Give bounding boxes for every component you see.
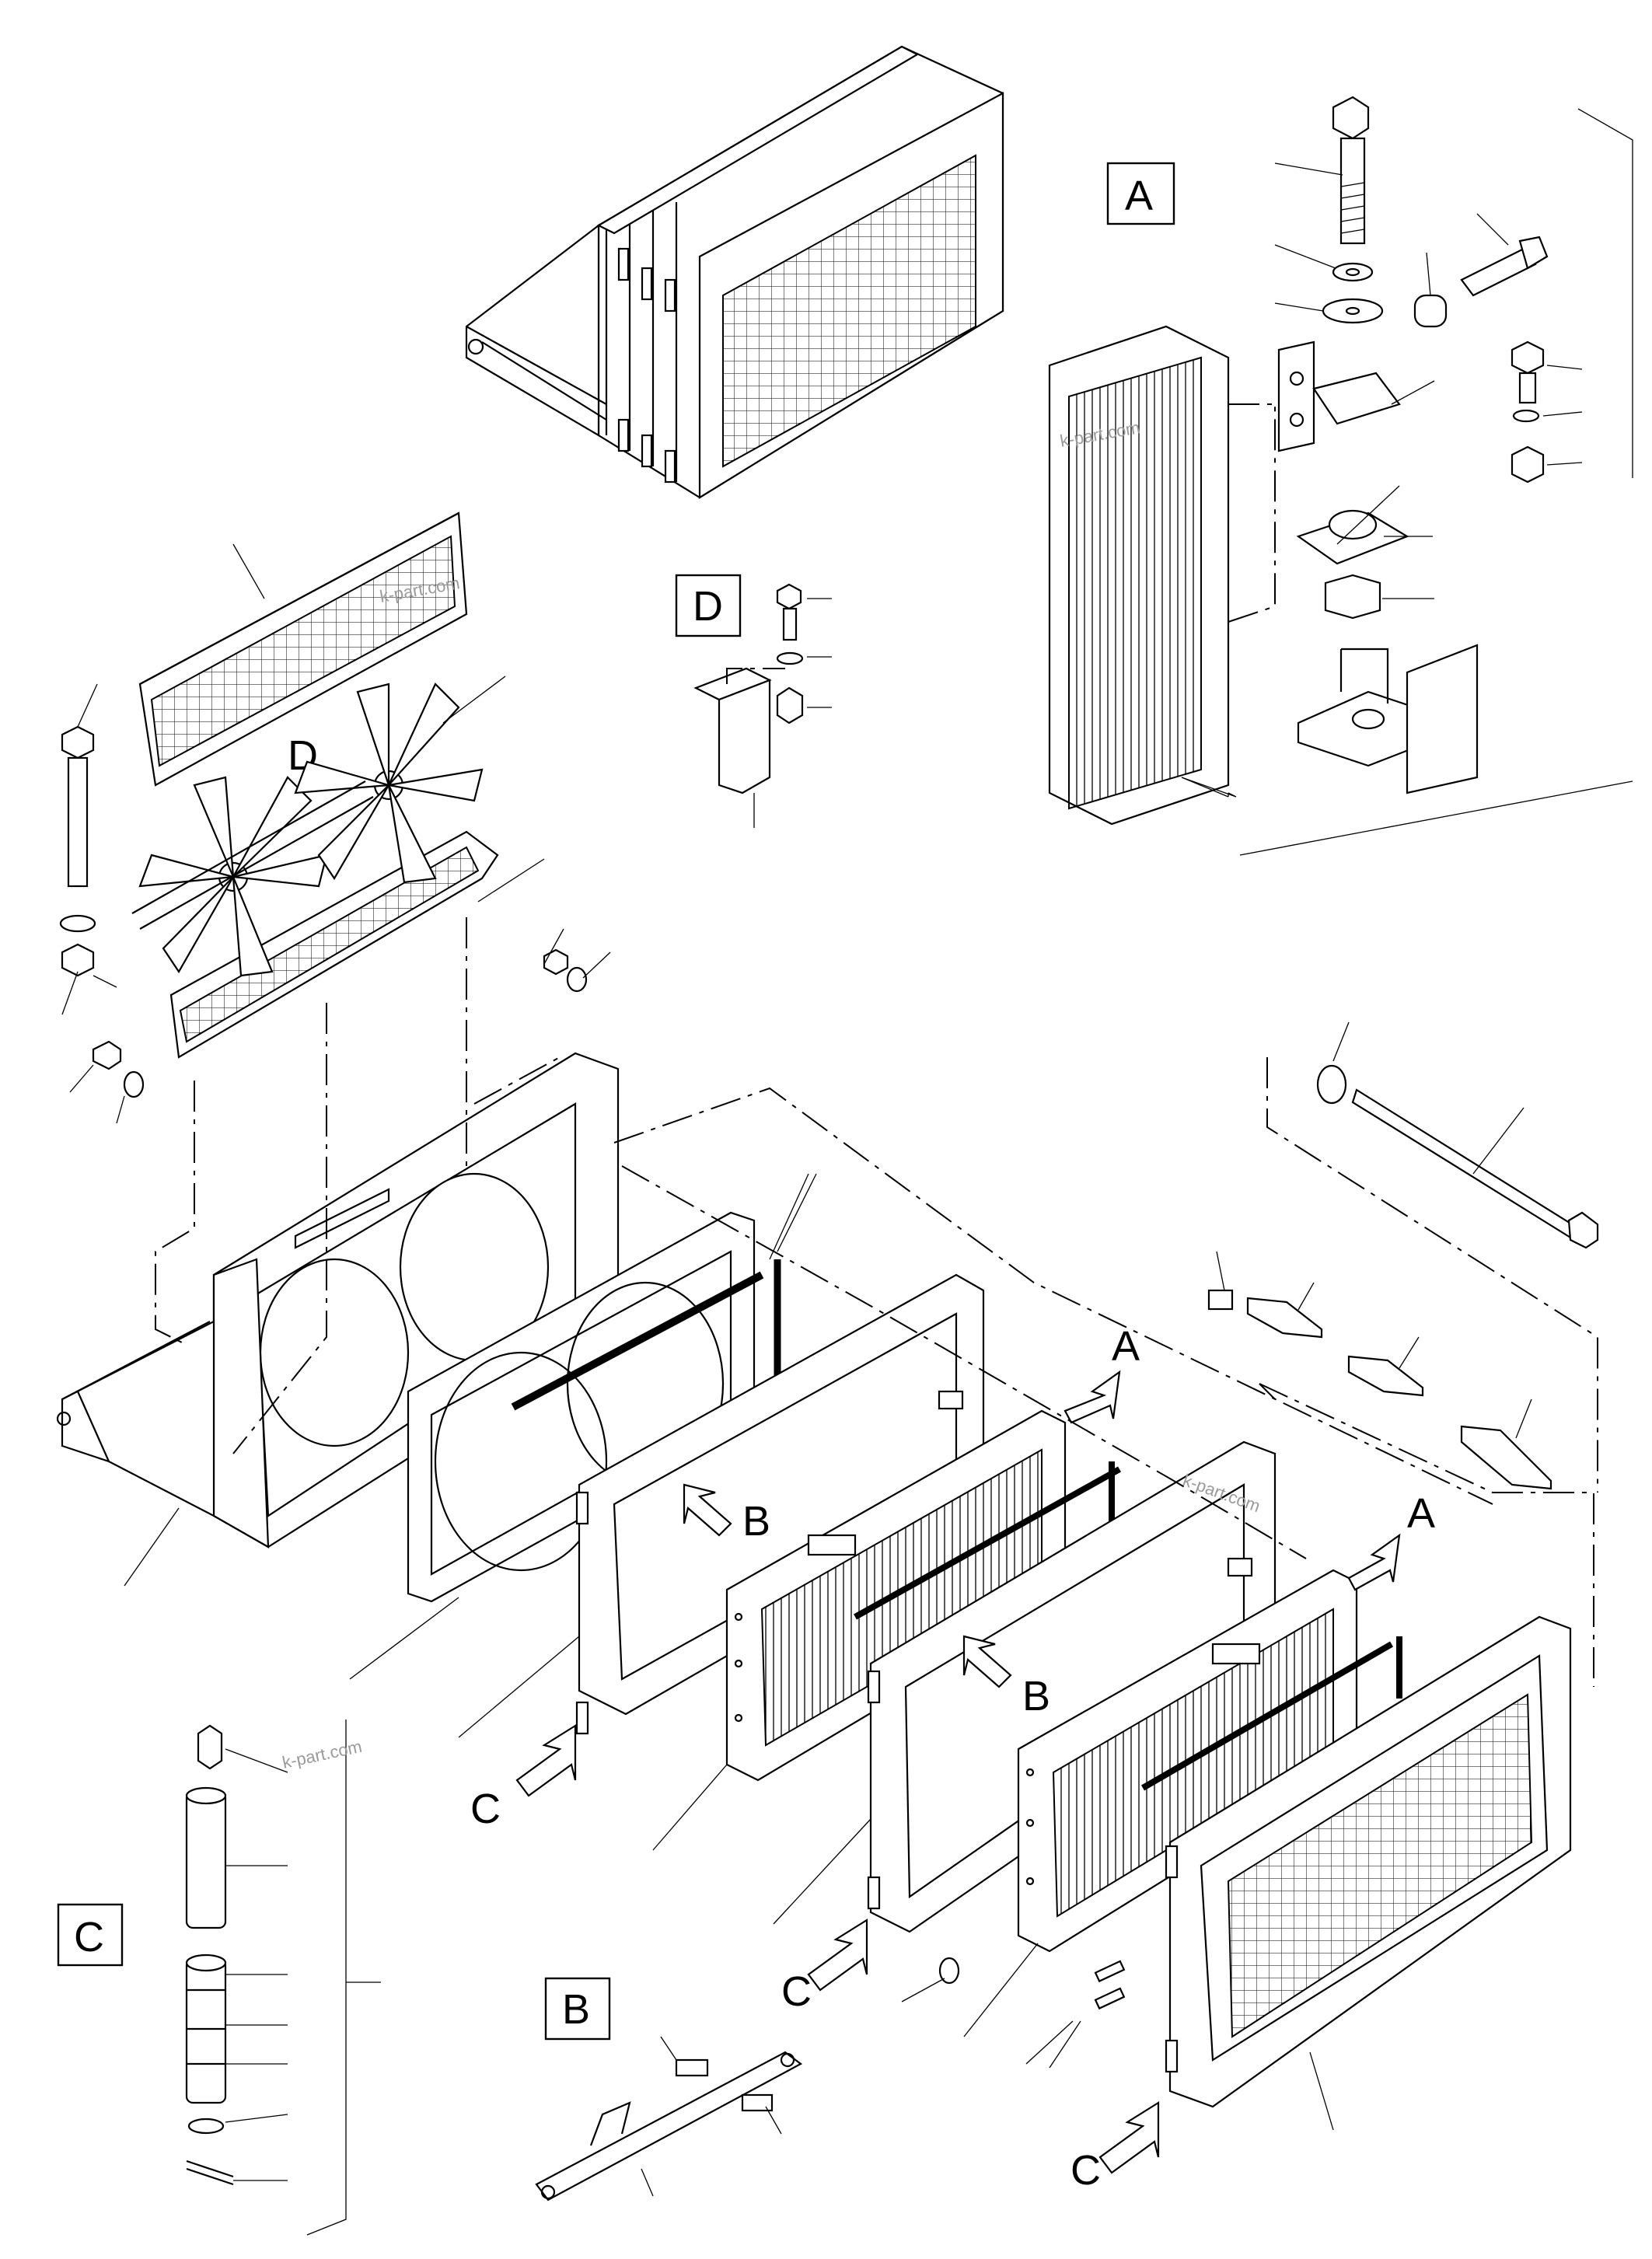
detail-box-b	[544, 1977, 611, 2041]
detail-a-mounting: A	[1048, 96, 1633, 856]
watermark-4: k-part.com	[281, 1737, 364, 1772]
detail-b-link-bar: B	[535, 1977, 803, 2201]
core-1: A	[652, 1323, 1140, 1851]
fan-guard-assembly: D	[59, 512, 611, 1124]
callout-c-2: C	[781, 1968, 812, 2015]
detail-c-hinge-pin: C	[57, 1720, 381, 2236]
fan-right	[294, 683, 484, 884]
shroud-ring-panel	[349, 1173, 817, 1680]
detail-box-d-label: D	[693, 583, 723, 630]
callout-a-1: A	[1112, 1323, 1140, 1370]
assembled-cooler-unit	[465, 45, 1004, 499]
detail-box-a	[1106, 162, 1175, 225]
callout-b-2: B	[1022, 1673, 1050, 1720]
detail-box-a-label: A	[1125, 173, 1153, 219]
frame-1: B C	[458, 1273, 985, 1832]
core-2: A	[963, 1490, 1435, 2037]
detail-box-b-label: B	[562, 1986, 590, 2033]
detail-box-d	[675, 574, 742, 637]
detail-box-c-label: C	[74, 1914, 104, 1960]
assembly-lines	[155, 917, 1598, 1687]
callout-c-3: C	[1070, 2147, 1101, 2194]
frame-2: B C	[773, 1440, 1277, 2015]
tie-rod	[1316, 1021, 1599, 1249]
bracket-strips	[1207, 1251, 1552, 1490]
callout-a-2: A	[1407, 1490, 1435, 1537]
front-grille: C	[1025, 1615, 1572, 2194]
callout-b-1: B	[742, 1498, 770, 1545]
callout-c-1: C	[470, 1786, 501, 1832]
shroud-frame	[56, 1052, 620, 1587]
detail-d-bracket: D	[675, 574, 832, 828]
detail-box-c	[57, 1903, 124, 1967]
